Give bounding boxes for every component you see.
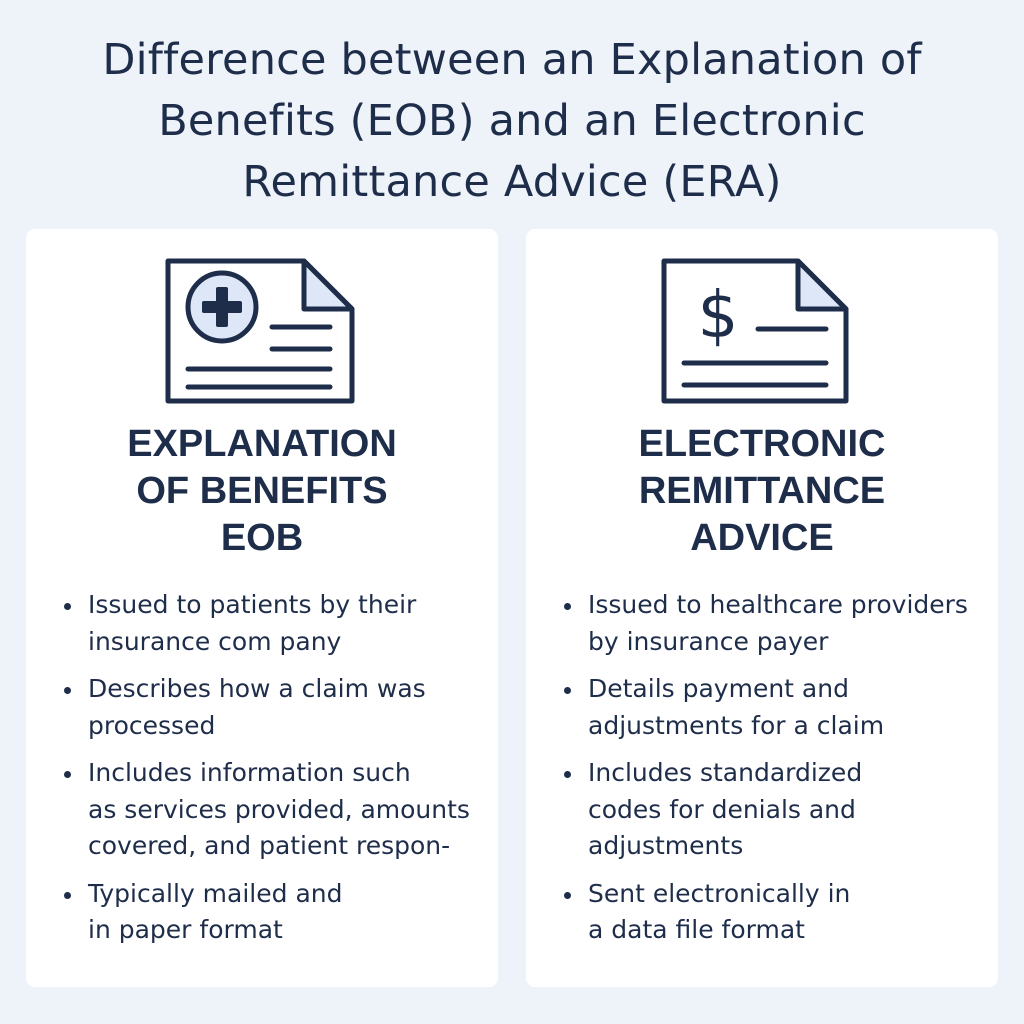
list-item-text: Issued to healthcare providers — [588, 590, 968, 619]
era-bullet-list: Issued to healthcare providers by insura… — [562, 587, 992, 960]
bullet-icon — [564, 603, 571, 610]
list-item-text: Issued to patients by their — [88, 590, 417, 619]
list-item: Details payment and adjustments for a cl… — [562, 671, 992, 744]
title-line-1: Difference between an Explanation of — [102, 35, 922, 85]
title-line-2: Benefits (EOB) and an Electronic — [158, 96, 866, 146]
list-item: Includes information such as services pr… — [62, 755, 482, 865]
bullet-icon — [564, 771, 571, 778]
bullet-icon — [64, 603, 71, 610]
eob-bullet-list: Issued to patients by their insurance co… — [62, 587, 482, 960]
list-item: Includes standardized codes for denials … — [562, 755, 992, 865]
list-item-text: codes for denials and — [588, 794, 856, 824]
list-item-text: covered, and patient respon- — [88, 831, 451, 860]
era-heading-line-3: ADVICE — [690, 517, 834, 559]
list-item: Sent electronically in a data file forma… — [562, 876, 992, 949]
bullet-icon — [64, 771, 71, 778]
eob-heading: EXPLANATION OF BENEFITS EOB — [26, 421, 498, 562]
list-item-text: in paper format — [88, 915, 283, 944]
list-item-text: processed — [88, 710, 216, 740]
eob-card: EXPLANATION OF BENEFITS EOB Issued to pa… — [26, 229, 498, 987]
list-item-text: Includes standardized — [588, 758, 863, 787]
list-item-text: Describes how a claim was — [88, 674, 426, 703]
era-card: $ ELECTRONIC REMITTANCE ADVICE Issued to… — [526, 229, 998, 987]
list-item-text: Details payment and — [588, 674, 849, 703]
list-item-text: Typically mailed and — [88, 878, 343, 908]
list-item-text: insurance com pany — [88, 626, 342, 656]
payment-document-icon: $ — [661, 258, 849, 404]
list-item: Issued to patients by their insurance co… — [62, 587, 482, 660]
list-item-text: adjustments for a claim — [588, 710, 885, 740]
list-item: Describes how a claim was processed — [62, 671, 482, 744]
list-item-text: a data file format — [588, 915, 805, 944]
list-item-text: Includes information such — [88, 758, 411, 787]
medical-document-icon — [165, 258, 355, 404]
bullet-icon — [64, 891, 71, 899]
bullet-icon — [564, 891, 571, 899]
era-heading: ELECTRONIC REMITTANCE ADVICE — [526, 421, 998, 562]
list-item: Typically mailed and in paper format — [62, 876, 482, 949]
list-item-text: Sent electronically in — [588, 878, 851, 908]
list-item-text: by insurance payer — [588, 626, 829, 656]
bullet-icon — [564, 687, 571, 694]
eob-heading-line-3: EOB — [220, 517, 304, 559]
list-item-text: adjustments — [588, 831, 744, 860]
eob-heading-line-1: EXPLANATION — [127, 423, 397, 465]
title-line-3: Remittance Advice (ERA) — [242, 157, 782, 207]
era-heading-line-2: REMITTANCE — [638, 470, 886, 512]
page-title: Difference between an Explanation of Ben… — [0, 30, 1024, 213]
list-item-text: as services provided, amounts — [88, 794, 470, 824]
dollar-sign-icon: $ — [698, 279, 739, 353]
era-heading-line-1: ELECTRONIC — [638, 423, 886, 465]
eob-heading-line-2: OF BENEFITS — [136, 470, 388, 512]
list-item: Issued to healthcare providers by insura… — [562, 587, 992, 660]
bullet-icon — [64, 687, 71, 694]
